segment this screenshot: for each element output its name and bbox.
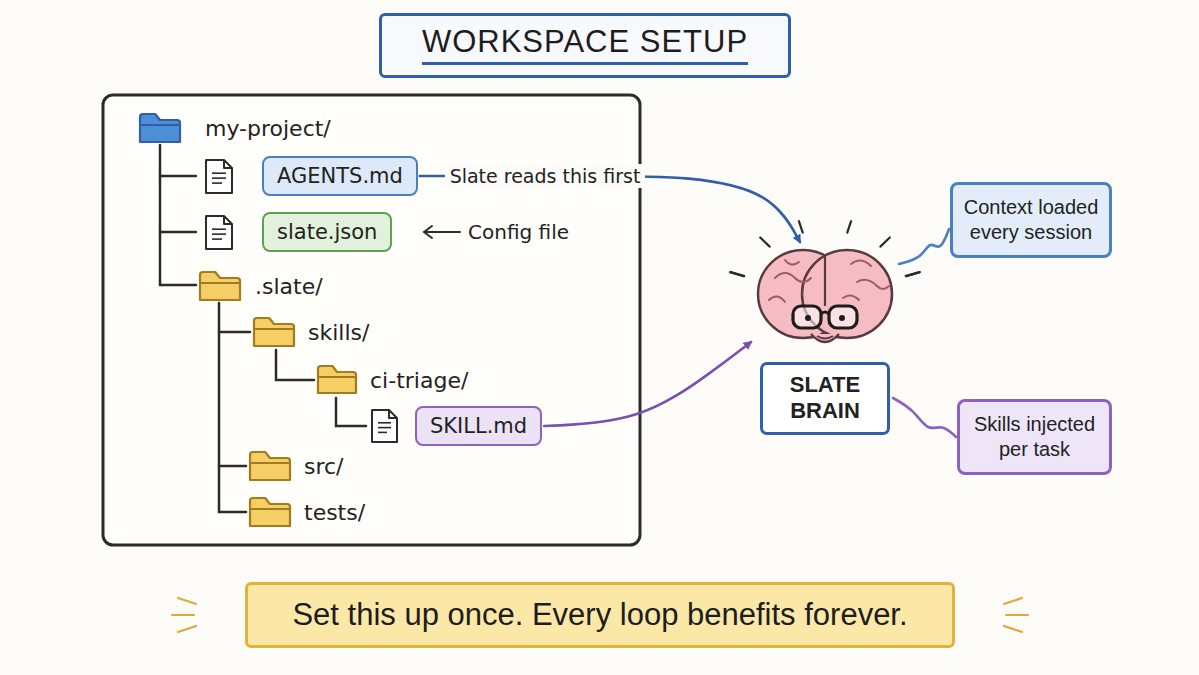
tree-line [218,303,221,512]
brain-ray [906,272,920,276]
callout-box: Context loaded every session [950,182,1112,258]
brain-illustration [745,238,905,358]
glasses-icon [793,306,857,328]
folder-name: skills/ [308,320,369,345]
brain-ray [760,237,769,246]
node-label: SKILL.md [430,413,527,439]
node-label: Context loaded every session [963,195,1099,245]
connector-arrow [893,398,956,437]
folder-name: ci-triage/ [370,368,468,393]
smile [817,336,833,339]
sparkle-line [1006,614,1028,616]
brain-fold [851,260,871,266]
connector-arrow [544,342,751,426]
file-name-box: AGENTS.md [262,156,418,196]
node-label: AGENTS.md [277,163,403,189]
tree-panel [103,95,640,545]
folder-name: my-project/ [205,116,331,141]
sparkle-line [1004,626,1022,632]
tree-line [276,350,314,380]
brain-label-box: SLATE BRAIN [760,362,890,435]
caption-text: Set this up once. Every loop benefits fo… [292,597,907,632]
title-box: WORKSPACE SETUP [379,13,791,78]
tree-line [160,231,196,234]
file-icon [206,216,232,249]
tree-line [219,331,250,334]
connector-arrow [899,229,949,264]
tree-line [219,511,246,514]
brain-fold [775,273,811,282]
tree-line [160,284,196,287]
tree-line [336,398,366,426]
caption-band: Set this up once. Every loop benefits fo… [245,582,954,648]
tree-line [160,175,196,178]
file-icon [206,160,232,193]
sparkle-line [178,626,196,632]
brain-ray [906,272,920,276]
folder-icon [200,272,240,300]
folder-name: src/ [304,454,344,479]
brain-ray [799,221,803,232]
tree-line [159,145,162,285]
brain-fold [857,280,889,289]
brain-stem [811,334,839,342]
tree-line [219,465,246,468]
title-text: WORKSPACE SETUP [422,24,748,65]
node-label: Skills injected per task [970,412,1099,462]
brain-node: SLATE BRAIN [745,238,905,435]
pointer-arrow [424,226,460,238]
callout-box: Skills injected per task [957,399,1112,475]
folder-icon [254,318,294,346]
brain-ray [880,237,889,246]
brain-ray [730,272,744,276]
folder-icon [318,366,356,393]
file-name-box: SKILL.md [415,406,542,446]
sparkle-line [172,614,194,616]
folder-icon [140,114,180,142]
brain-fold [824,254,826,306]
sparkle-line [178,598,196,604]
edge-label: Slate reads this first [445,164,646,188]
folder-name: tests/ [304,500,365,525]
file-name-box: slate.json [262,212,392,252]
brain-fold [843,295,859,300]
brain-ray [730,272,744,276]
brain-fold [785,260,799,265]
folder-icon [250,452,290,480]
node-label: SLATE BRAIN [775,372,875,425]
node-label: slate.json [277,219,377,245]
folder-name: .slate/ [255,274,323,299]
folder-icon [250,498,290,526]
brain-ray [847,221,851,232]
brain-fold [769,296,785,302]
annotation-text: Config file [468,220,569,244]
sparkle-line [1004,598,1022,604]
file-icon [372,410,397,442]
